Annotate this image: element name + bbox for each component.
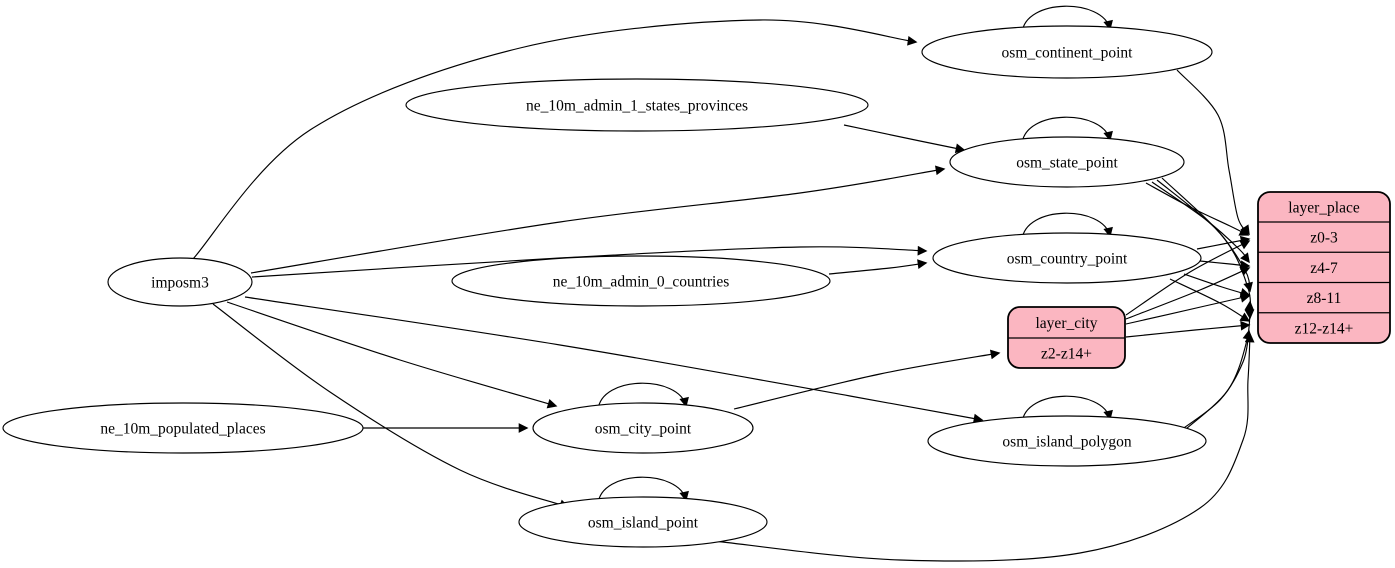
node-layer_city: layer_city z2-z14+ — [1007, 306, 1126, 369]
edge-layer_city-to-layer_place-z0-3 — [1125, 240, 1251, 316]
imposm3-label: imposm3 — [151, 275, 209, 292]
ne_10m_admin_1_states_provinces-label: ne_10m_admin_1_states_provinces — [526, 98, 748, 115]
osm_island_point-ellipse — [518, 496, 768, 548]
layer_place-row-z0-3: z0-3 — [1310, 230, 1338, 247]
self-loop-osm_island_point — [597, 476, 689, 505]
ne_10m_admin_0_countries-label: ne_10m_admin_0_countries — [553, 274, 730, 291]
edges-layer — [192, 5, 1255, 562]
layer_place-box — [1257, 191, 1391, 344]
self-loop-osm_state_point — [1021, 116, 1113, 145]
edge-ne_10m_admin_1_states_provinces-to-osm_state_point — [843, 124, 966, 154]
osm_continent_point-ellipse — [921, 25, 1213, 79]
layer_place-row-z12-z14+: z12-z14+ — [1295, 320, 1354, 337]
ne_10m_populated_places-label: ne_10m_populated_places — [100, 421, 265, 438]
edge-osm_island_point-to-layer_place-z12-z14+ — [713, 332, 1255, 562]
edge-imposm3-to-osm_continent_point — [192, 19, 918, 260]
layer_city-row-z2-z14+: z2-z14+ — [1041, 346, 1092, 363]
edge-layer_city-to-layer_place-z12-z14+ — [1125, 320, 1251, 338]
osm_island_polygon-label: osm_island_polygon — [1002, 434, 1131, 451]
osm_state_point-label: osm_state_point — [1016, 155, 1118, 172]
osm_city_point-label: osm_city_point — [595, 421, 692, 438]
edge-imposm3-to-osm_island_polygon — [244, 296, 984, 424]
osm_island_point-label: osm_island_point — [588, 515, 699, 532]
imposm3-ellipse — [107, 257, 253, 307]
node-layer_place: layer_place z0-3 z4-7 z8-11 z12-z14+ — [1257, 191, 1391, 344]
self-loop-osm_continent_point — [1021, 5, 1113, 34]
self-loop-osm_country_point — [1021, 212, 1113, 241]
edge-osm_country_point-to-layer_place-z0-3 — [1196, 235, 1251, 250]
edge-osm_city_point-to-layer_city-z2-z14+ — [733, 349, 1001, 410]
layer_place-row-z8-11: z8-11 — [1307, 290, 1342, 307]
osm_country_point-label: osm_country_point — [1007, 251, 1128, 268]
edge-layer_city-to-layer_place-z4-7 — [1125, 266, 1251, 320]
edge-osm_country_point-to-layer_place-z12-z14+ — [1169, 278, 1251, 322]
node-osm_continent_point: osm_continent_point — [921, 25, 1213, 79]
edge-ne_10m_admin_0_countries-to-osm_country_point — [828, 259, 928, 275]
edge-osm_island_polygon-to-layer_place-z8-11 — [1185, 300, 1255, 430]
self-loop-osm_island_polygon — [1021, 395, 1113, 424]
ne_10m_admin_1_states_provinces-ellipse — [405, 78, 869, 132]
osm_continent_point-label: osm_continent_point — [1002, 45, 1134, 62]
node-ne_10m_admin_0_countries: ne_10m_admin_0_countries — [451, 255, 831, 307]
node-ne_10m_populated_places: ne_10m_populated_places — [2, 402, 364, 454]
node-imposm3: imposm3 — [107, 257, 253, 307]
nodes-layer: imposm3 ne_10m_admin_1_states_provincesne… — [2, 25, 1391, 548]
edge-osm_country_point-to-layer_place-z4-7 — [1199, 260, 1251, 271]
ne_10m_populated_places-ellipse — [2, 402, 364, 454]
node-ne_10m_admin_1_states_provinces: ne_10m_admin_1_states_provinces — [405, 78, 869, 132]
osm_state_point-ellipse — [949, 136, 1185, 188]
edge-imposm3-to-osm_city_point — [226, 301, 558, 409]
node-osm_island_polygon: osm_island_polygon — [927, 415, 1207, 467]
edge-osm_state_point-to-layer_place-z4-7 — [1151, 181, 1250, 264]
self-loop-osm_city_point — [597, 382, 689, 411]
edge-osm_continent_point-to-layer_place-z0-3 — [1176, 69, 1250, 236]
edge-osm_state_point-to-layer_place-z0-3 — [1145, 182, 1250, 236]
osm_island_polygon-ellipse — [927, 415, 1207, 467]
edge-osm_country_point-to-layer_place-z8-11 — [1183, 273, 1251, 298]
layer_place-row-z4-7: z4-7 — [1310, 260, 1338, 277]
edge-layer_city-to-layer_place-z8-11 — [1125, 293, 1251, 325]
node-osm_state_point: osm_state_point — [949, 136, 1185, 188]
node-osm_island_point: osm_island_point — [518, 496, 768, 548]
osm_country_point-ellipse — [932, 232, 1202, 284]
node-osm_country_point: osm_country_point — [932, 232, 1202, 284]
layer_city-title: layer_city — [1036, 315, 1098, 332]
node-osm_city_point: osm_city_point — [532, 402, 754, 454]
edge-osm_island_polygon-to-layer_place-z12-z14+ — [1177, 329, 1253, 433]
edge-imposm3-to-osm_country_point — [251, 245, 928, 278]
osm_city_point-ellipse — [532, 402, 754, 454]
edge-imposm3-to-osm_state_point — [250, 165, 946, 274]
ne_10m_admin_0_countries-ellipse — [451, 255, 831, 307]
layer_place-title: layer_place — [1288, 200, 1360, 217]
